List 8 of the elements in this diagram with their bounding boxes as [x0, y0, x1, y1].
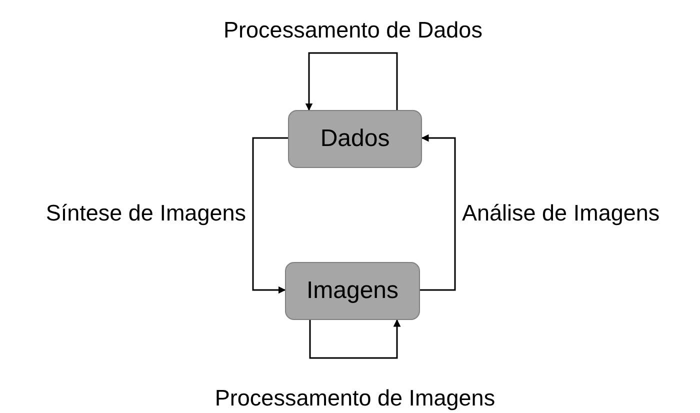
- arrow: [305, 52, 398, 111]
- arrow: [309, 319, 401, 359]
- arrow: [252, 137, 288, 294]
- process-box: [285, 262, 420, 320]
- node-label: Imagens: [306, 277, 399, 305]
- process-box: [288, 110, 422, 168]
- arrow: [420, 134, 456, 291]
- node-label: Dados: [320, 125, 390, 153]
